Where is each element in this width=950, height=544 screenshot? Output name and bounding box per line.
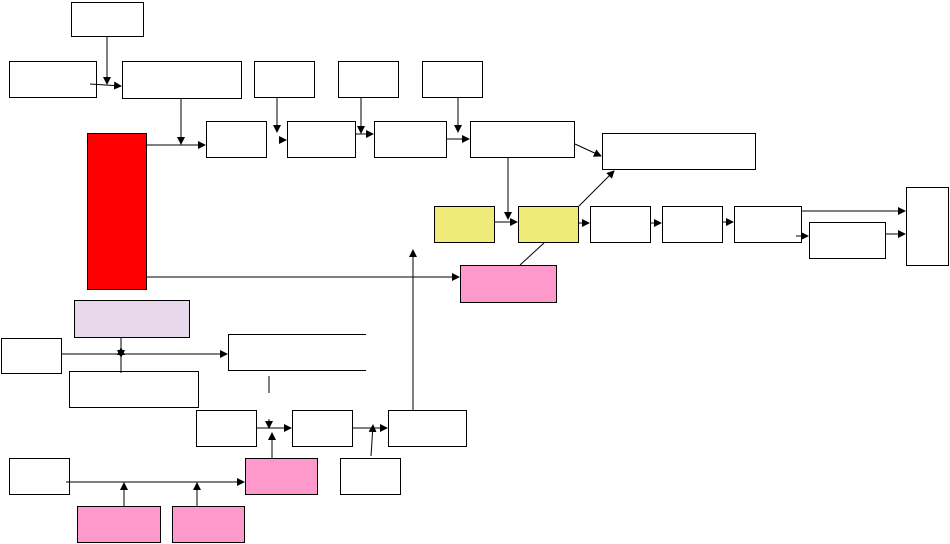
node-lavender	[74, 300, 190, 338]
node-feed-3	[422, 61, 483, 98]
node-yellow-1	[434, 206, 495, 243]
edge-yellow2-output	[578, 170, 615, 207]
node-low-2	[292, 410, 353, 447]
node-left-small	[1, 338, 62, 374]
node-below-lavender	[69, 371, 199, 408]
node-pink-bottom-mid	[245, 458, 318, 495]
node-step-1	[206, 121, 267, 158]
node-step-4	[470, 121, 575, 158]
node-pink-collector	[460, 265, 557, 303]
node-top-source	[71, 2, 144, 37]
edge-left-to-merge	[89, 81, 122, 90]
node-low-3	[388, 410, 467, 447]
node-step-2	[287, 121, 356, 158]
node-bottom-small	[340, 458, 401, 495]
node-low-1	[196, 410, 257, 447]
node-left-input	[9, 61, 97, 98]
edge-step4-output	[574, 143, 602, 157]
node-feed-2	[338, 61, 399, 98]
node-chain-3	[734, 206, 802, 243]
edge-bottomsmall-up	[368, 424, 377, 457]
node-chain-2	[662, 206, 723, 243]
edge-yellow2-pink	[519, 242, 545, 266]
node-yellow-2	[518, 206, 579, 243]
node-bottom-left	[9, 458, 70, 495]
node-open-box	[228, 334, 366, 371]
node-step-3	[374, 121, 447, 158]
node-red-source	[87, 133, 147, 290]
node-chain-branch	[809, 222, 886, 259]
node-feed-1	[254, 61, 315, 98]
node-pink-bottom-1	[77, 506, 161, 543]
node-pink-bottom-2	[172, 506, 245, 543]
node-output-wide	[602, 133, 756, 170]
node-final	[906, 187, 949, 266]
node-merge-wide	[122, 61, 242, 99]
node-chain-1	[590, 206, 651, 243]
